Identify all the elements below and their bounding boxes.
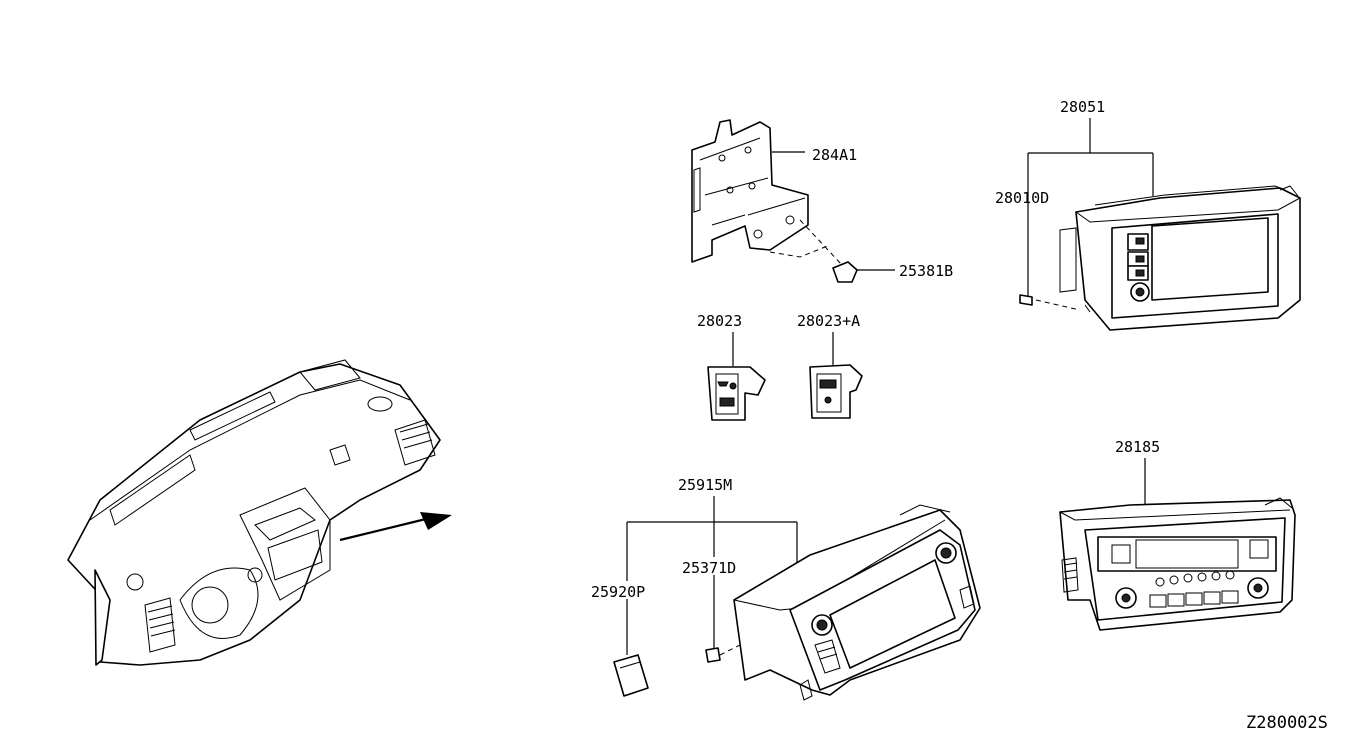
label-284A1: 284A1 [812, 146, 857, 164]
part-25381B-clip [769, 219, 895, 283]
label-28051: 28051 [1060, 98, 1105, 116]
part-28051-display [1019, 185, 1301, 331]
part-28185-control [1059, 497, 1296, 631]
label-25920P: 25920P [591, 583, 645, 601]
label-25915M: 25915M [678, 476, 732, 494]
label-28185: 28185 [1115, 438, 1160, 456]
part-audio-unit [733, 504, 981, 701]
diagram-code: Z280002S [1246, 713, 1328, 733]
label-28023A: 28023+A [797, 312, 860, 330]
part-284A1-bracket [691, 119, 809, 263]
part-25920P-card [613, 654, 649, 697]
label-25381B: 25381B [899, 262, 953, 280]
label-28023: 28023 [697, 312, 742, 330]
part-28023-switch [707, 366, 766, 421]
label-28010D: 28010D [995, 189, 1049, 207]
leader-28051 [1027, 118, 1154, 300]
label-25371D: 25371D [682, 559, 736, 577]
part-28023A-switch [809, 364, 863, 419]
dashboard-illustration [67, 359, 452, 666]
